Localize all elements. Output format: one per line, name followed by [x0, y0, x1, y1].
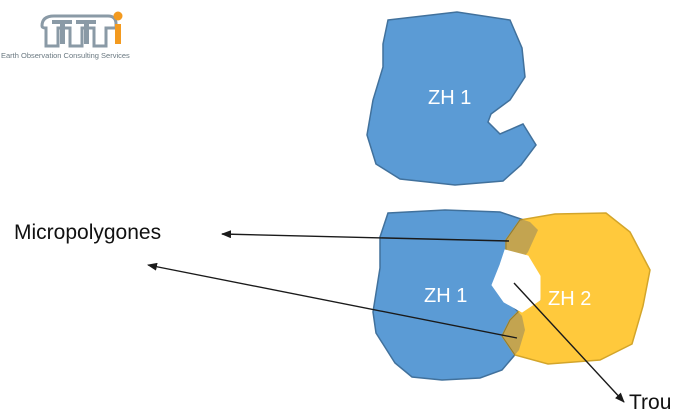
- zone-zh1-top: [366, 11, 537, 186]
- arrow-to-micropolygones-upper: [221, 230, 510, 242]
- zone-zh1-top-label: ZH 1: [428, 87, 471, 109]
- logo-i-dot: [113, 11, 123, 21]
- arrow-to-micropolygones-lower: [147, 262, 518, 339]
- tti-logo-mark: [40, 11, 123, 48]
- hole-trou: [491, 249, 541, 313]
- logo-t2-stem: [84, 20, 89, 44]
- logo-i-stem: [115, 24, 121, 44]
- logo-t1-stem: [60, 20, 65, 44]
- label-trou: Trou: [629, 391, 672, 414]
- label-micropolygones: Micropolygones: [14, 221, 162, 244]
- zone-zh1-bottom-label: ZH 1: [424, 285, 467, 307]
- arrow-to-trou: [513, 282, 625, 403]
- company-logo: Earth Observation Consulting Services: [0, 0, 180, 64]
- logo-tagline: Earth Observation Consulting Services: [1, 51, 130, 60]
- zone-zh2-bottom-label: ZH 2: [548, 288, 591, 310]
